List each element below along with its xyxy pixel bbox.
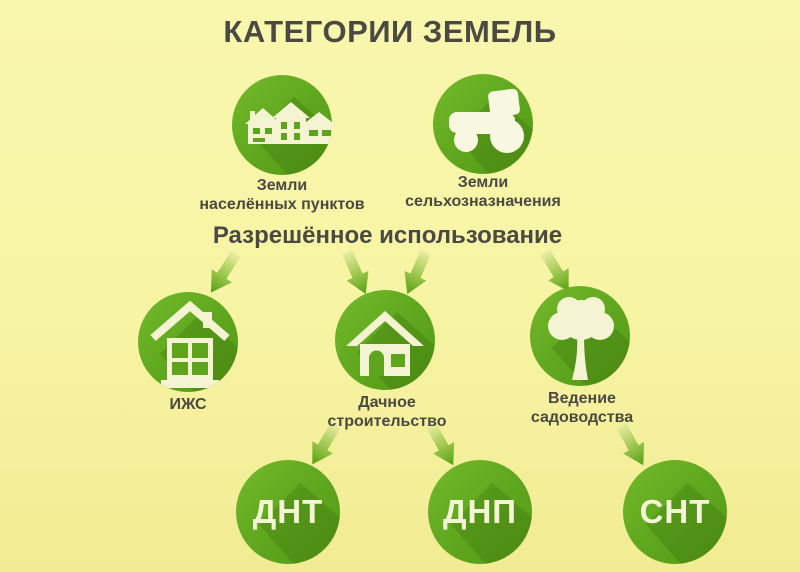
node-agricultural-label: Земли сельхозназначения	[368, 174, 598, 212]
node-izhs-circle	[138, 292, 238, 392]
label-line: Ведение	[548, 390, 616, 407]
node-izhs-label: ИЖС	[128, 396, 248, 415]
label-line: строительство	[327, 412, 447, 430]
label-line: Земли	[256, 177, 308, 194]
label-line: Земли	[457, 174, 509, 191]
node-dnt-circle: ДНТ	[236, 460, 340, 564]
label-line: ИЖС	[169, 396, 207, 413]
node-gardening-circle	[530, 286, 630, 386]
label-line: Дачное	[358, 394, 416, 411]
node-dacha-circle	[335, 290, 435, 390]
dnp-text: ДНП	[442, 493, 518, 530]
tree-icon	[548, 297, 614, 380]
two-story-house-icon	[150, 300, 230, 388]
label-line: населённых пунктов	[199, 195, 365, 213]
page-title: КАТЕГОРИИ ЗЕМЕЛЬ	[223, 14, 557, 49]
node-settlement-circle	[232, 75, 332, 175]
label-line: сельхозназначения	[405, 192, 561, 210]
houses-icon	[245, 102, 332, 144]
node-dacha-label: Дачное строительство	[297, 394, 477, 432]
node-agricultural-circle	[433, 74, 533, 174]
label-line: садоводства	[530, 408, 634, 426]
node-gardening-label: Ведение садоводства	[492, 390, 672, 428]
section-subtitle: Разрешённое использование	[212, 222, 563, 249]
cottage-icon	[346, 311, 424, 376]
node-dnp-circle: ДНП	[428, 460, 532, 564]
node-snt-circle: СНТ	[623, 460, 727, 564]
snt-text: СНТ	[639, 493, 711, 530]
tractor-icon	[449, 88, 524, 153]
node-settlement-label: Земли населённых пунктов	[172, 177, 392, 215]
dnt-text: ДНТ	[252, 493, 324, 530]
